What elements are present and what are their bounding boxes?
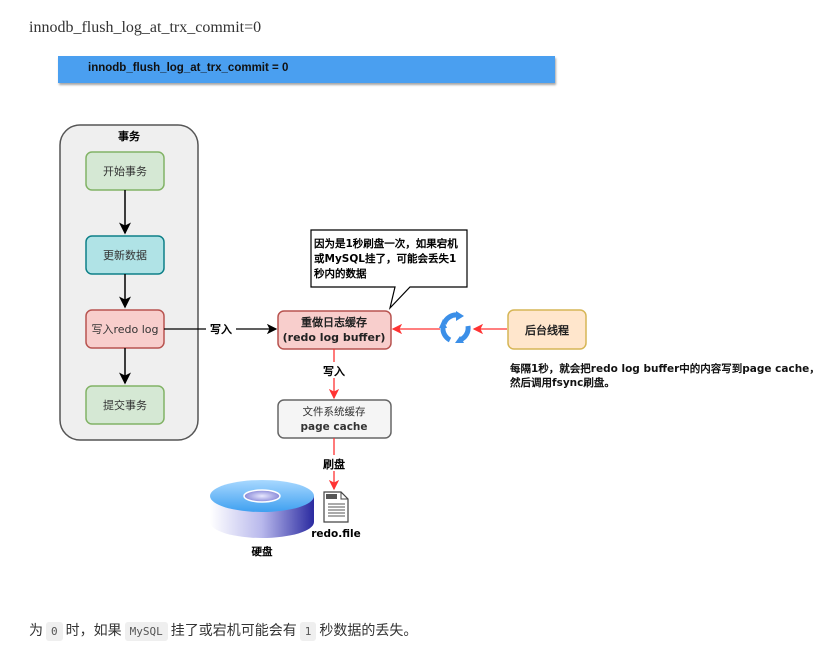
transaction-group: 事务 bbox=[59, 124, 199, 441]
redo-file-icon bbox=[323, 491, 349, 523]
cycle-refresh-icon bbox=[439, 311, 471, 343]
step-label: 开始事务 bbox=[103, 164, 147, 178]
file-label: redo.file bbox=[311, 528, 361, 540]
redo-buffer-subtitle: (redo log buffer) bbox=[283, 331, 386, 344]
step-label: 更新数据 bbox=[103, 248, 147, 262]
page-cache-subtitle: page cache bbox=[300, 421, 367, 433]
step-commit-transaction: 提交事务 bbox=[85, 385, 165, 425]
step-write-redo-log: 写入redo log bbox=[85, 309, 165, 349]
title-banner: innodb_flush_log_at_trx_commit = 0 bbox=[58, 56, 555, 83]
callout-note: 因为是1秒刷盘一次，如果宕机 或MySQL挂了，可能会丢失1 秒内的数据 bbox=[310, 229, 468, 311]
banner-text: innodb_flush_log_at_trx_commit = 0 bbox=[88, 62, 289, 74]
summary-part: 为 bbox=[29, 623, 43, 639]
edge-label-write-2: 写入 bbox=[323, 365, 345, 378]
flush-diagram: 事务 开始事务 更新数据 写入redo log 提交事务 写入 重做日志缓存 (… bbox=[59, 124, 820, 558]
disk-label: 硬盘 bbox=[252, 545, 273, 558]
callout-line: 秒内的数据 bbox=[314, 267, 367, 280]
background-thread-node: 后台线程 bbox=[507, 309, 587, 350]
hard-disk-icon bbox=[210, 480, 314, 538]
thread-note-line: 然后调用fsync刷盘。 bbox=[509, 376, 615, 389]
step-update-data: 更新数据 bbox=[85, 235, 165, 275]
section-heading: innodb_flush_log_at_trx_commit=0 bbox=[29, 19, 262, 36]
background-thread-label: 后台线程 bbox=[525, 323, 569, 337]
callout-line: 因为是1秒刷盘一次，如果宕机 bbox=[314, 237, 458, 250]
page-cache-title: 文件系统缓存 bbox=[303, 405, 366, 418]
callout-line: 或MySQL挂了，可能会丢失1 bbox=[314, 252, 456, 265]
summary-part: 挂了或宕机可能会有 bbox=[170, 623, 297, 639]
inline-code: MySQL bbox=[124, 622, 168, 641]
redo-buffer-title: 重做日志缓存 bbox=[301, 315, 367, 329]
step-label: 写入redo log bbox=[91, 323, 158, 336]
step-begin-transaction: 开始事务 bbox=[85, 151, 165, 191]
inline-code: 1 bbox=[299, 622, 317, 641]
redo-log-buffer-node: 重做日志缓存 (redo log buffer) bbox=[277, 310, 392, 350]
inline-code: 0 bbox=[46, 622, 63, 641]
step-label: 提交事务 bbox=[103, 398, 147, 412]
page-cache-node: 文件系统缓存 page cache bbox=[277, 399, 392, 439]
edge-label-write: 写入 bbox=[210, 323, 232, 336]
summary-part: 时，如果 bbox=[65, 623, 122, 639]
edge-label-flush: 刷盘 bbox=[323, 457, 345, 471]
transaction-title: 事务 bbox=[118, 129, 141, 143]
thread-note-line: 每隔1秒，就会把redo log buffer中的内容写到page cache， bbox=[510, 362, 820, 375]
summary-part: 秒数据的丢失。 bbox=[319, 623, 418, 639]
